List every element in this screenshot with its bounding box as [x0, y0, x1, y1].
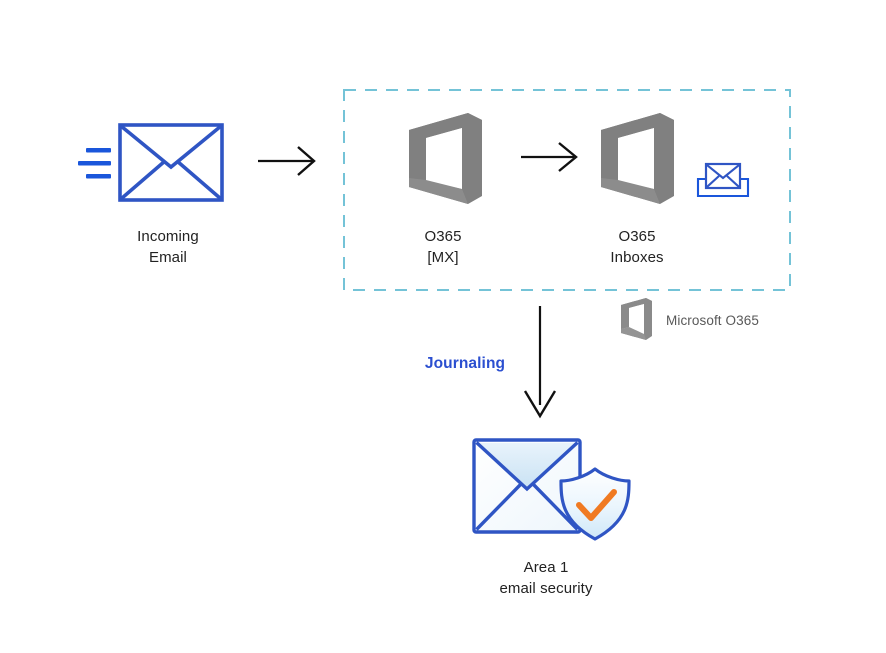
motion-lines-icon: [78, 148, 111, 179]
label-incoming-email: Incoming Email: [137, 228, 199, 266]
edge-label-journaling: Journaling: [424, 355, 506, 372]
label-o365-mx: O365 [MX]: [424, 228, 462, 266]
incoming-email-envelope-icon: [118, 123, 224, 202]
label-o365-inboxes: O365 Inboxes: [610, 228, 664, 266]
arrow-incoming-to-mx-icon: [258, 146, 316, 176]
arrow-mx-to-inboxes-icon: [521, 142, 578, 172]
inbox-tray-envelope-icon: [696, 162, 750, 198]
arrow-journaling-down-icon: [523, 306, 557, 419]
office-365-icon-mx: [409, 113, 482, 204]
office-365-icon-inboxes: [601, 113, 674, 204]
label-area1-email-security: Area 1 email security: [499, 559, 593, 597]
area1-envelope-shield-icon: [472, 438, 631, 541]
microsoft-o365-boundary-box: [343, 89, 791, 291]
legend-label-microsoft-o365: Microsoft O365: [666, 313, 759, 328]
legend-office-365-icon: [621, 298, 652, 340]
